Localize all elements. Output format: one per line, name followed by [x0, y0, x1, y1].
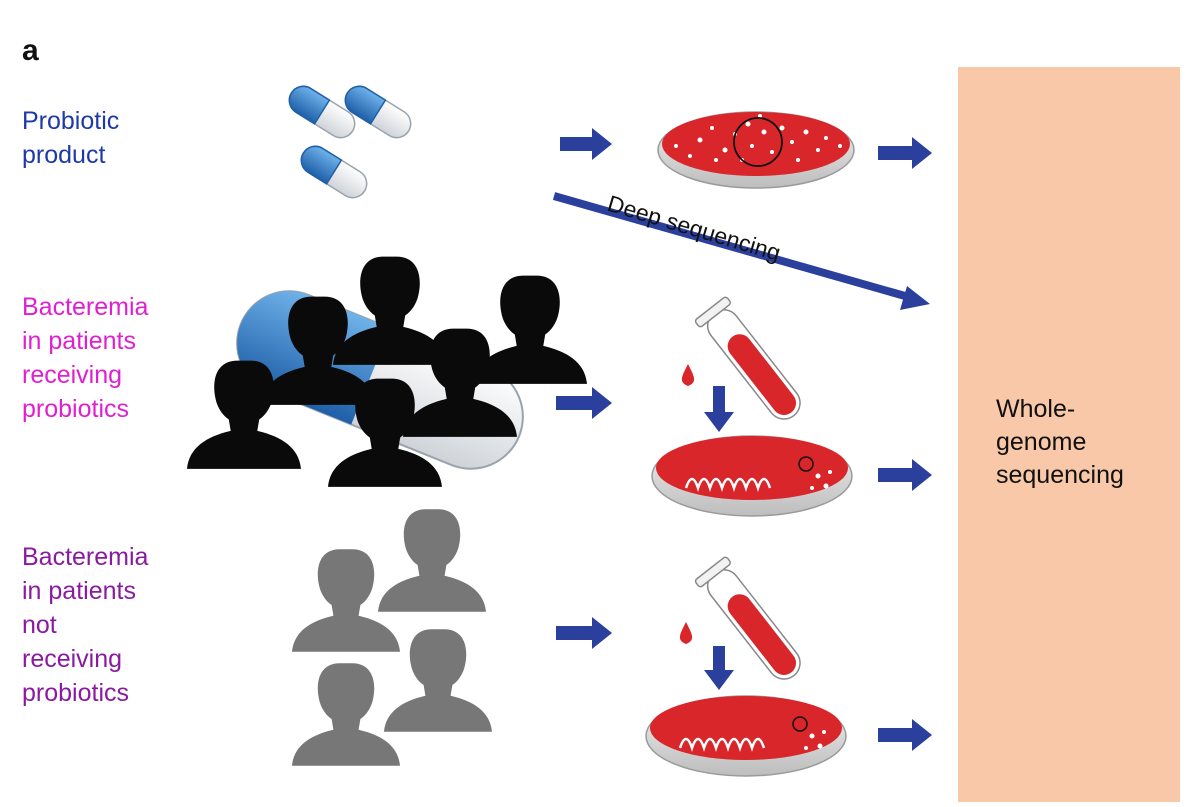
label-line: Bacteremia — [22, 543, 149, 571]
label-bacteremia-probiotics: Bacteremia in patients receiving probiot… — [22, 290, 148, 426]
label-line: Whole- — [996, 395, 1076, 423]
label-line: in patients — [22, 327, 136, 355]
person-icon — [333, 256, 447, 365]
label-line: receiving — [22, 645, 123, 673]
label-line: Probiotic — [22, 107, 120, 135]
label-line: not — [22, 611, 57, 639]
arrow-right-icon — [878, 459, 932, 491]
blood-tube-icon — [694, 556, 801, 680]
label-bacteremia-no-probiotics: Bacteremia in patients not receiving pro… — [22, 540, 148, 710]
arrow-right-icon — [878, 137, 932, 169]
label-line: sequencing — [996, 461, 1124, 489]
label-line: in patients — [22, 577, 136, 605]
arrow-right-icon — [560, 128, 612, 160]
label-probiotic-product: Probiotic product — [22, 104, 119, 172]
label-line: receiving — [22, 361, 123, 389]
arrow-down-icon — [704, 386, 734, 432]
label-line: Bacteremia — [22, 293, 149, 321]
panel-label: a — [22, 34, 39, 67]
capsule-icon — [295, 140, 373, 204]
arrow-right-icon — [556, 617, 612, 649]
arrow-right-icon — [556, 387, 612, 419]
blood-drop-icon — [679, 622, 693, 644]
person-icon — [473, 275, 587, 384]
person-icon — [292, 663, 400, 766]
label-line: probiotics — [22, 679, 129, 707]
blood-tube-icon — [694, 296, 801, 420]
petri-dish-icon — [651, 435, 853, 517]
whole-genome-sequencing-label: Whole- genome sequencing — [996, 393, 1124, 492]
patient-silhouettes-gray — [292, 509, 492, 766]
label-line: product — [22, 141, 106, 169]
petri-dish-icon — [657, 111, 855, 189]
person-icon — [384, 629, 492, 732]
label-line: genome — [996, 428, 1087, 456]
whole-genome-sequencing-box: Whole- genome sequencing — [958, 67, 1180, 802]
blood-drop-icon — [681, 364, 695, 386]
petri-dish-icon — [645, 695, 847, 777]
arrows — [556, 128, 932, 751]
arrow-right-icon — [878, 719, 932, 751]
arrow-down-icon — [704, 646, 734, 690]
label-line: probiotics — [22, 395, 129, 423]
deep-sequencing-arrow-icon — [552, 192, 930, 310]
person-icon — [378, 509, 486, 612]
